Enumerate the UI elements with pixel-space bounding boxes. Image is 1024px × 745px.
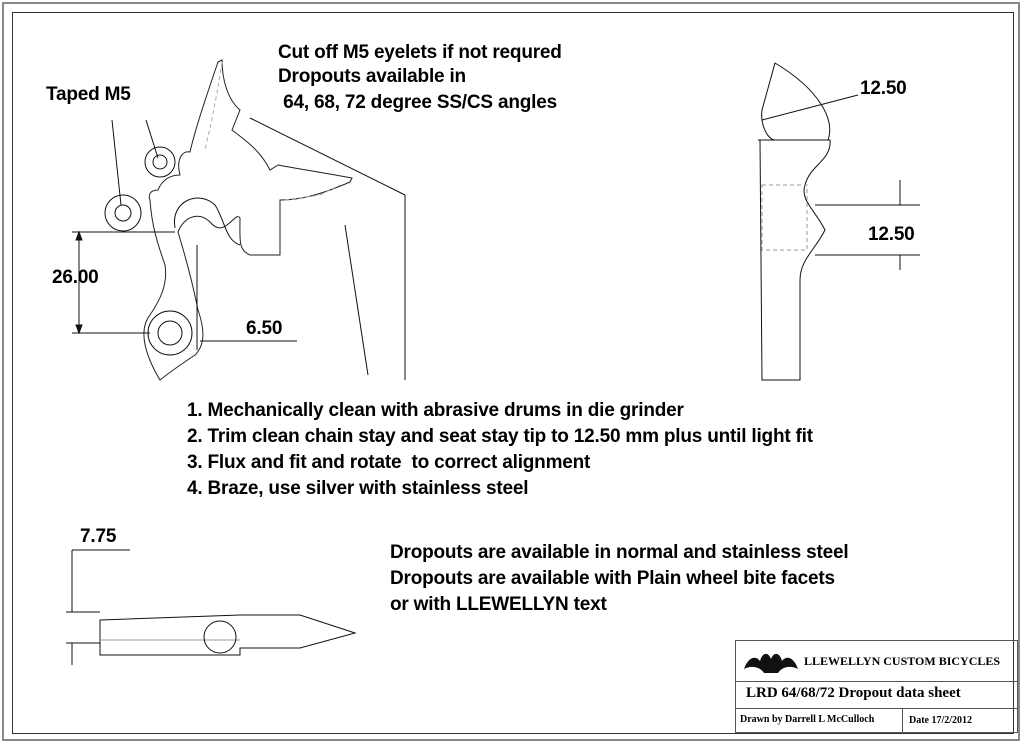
company-logo-icon: [744, 653, 798, 673]
step-3: 3. Flux and fit and rotate to correct al…: [187, 452, 591, 473]
dim-offset: 6.50: [246, 318, 283, 339]
sheet-title: LRD 64/68/72 Dropout data sheet: [746, 685, 961, 701]
drawing-date: Date 17/2/2012: [902, 708, 972, 734]
title-block: LLEWELLYN CUSTOM BICYCLES LRD 64/68/72 D…: [735, 640, 1018, 734]
availability-3: or with LLEWELLYN text: [390, 594, 607, 615]
front-view: [72, 59, 406, 381]
availability-2: Dropouts are available with Plain wheel …: [390, 568, 835, 589]
side-view: [758, 62, 920, 381]
drawn-by: Drawn by Darrell L McCulloch: [740, 714, 875, 725]
company-name: LLEWELLYN CUSTOM BICYCLES: [804, 654, 1001, 668]
note-eyelets-1: Cut off M5 eyelets if not requred: [278, 42, 562, 63]
note-eyelets-2: Dropouts available in: [278, 66, 466, 87]
dim-tip-side: 12.50: [868, 224, 915, 245]
dim-height: 26.00: [52, 267, 99, 288]
bottom-view: [66, 549, 357, 665]
availability-1: Dropouts are available in normal and sta…: [390, 542, 849, 563]
dim-thickness: 7.75: [80, 526, 117, 547]
step-4: 4. Braze, use silver with stainless stee…: [187, 478, 529, 499]
note-taped-m5: Taped M5: [46, 84, 131, 105]
note-eyelets-3: 64, 68, 72 degree SS/CS angles: [278, 92, 557, 113]
step-1: 1. Mechanically clean with abrasive drum…: [187, 400, 684, 421]
step-2: 2. Trim clean chain stay and seat stay t…: [187, 426, 813, 447]
inner-frame: [12, 12, 1014, 734]
dim-tip-top: 12.50: [860, 78, 907, 99]
